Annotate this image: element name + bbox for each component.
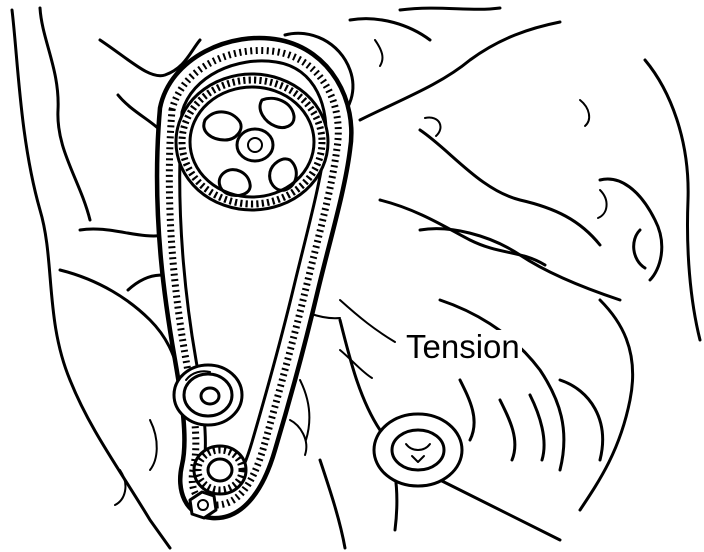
crankshaft-sprocket bbox=[192, 444, 248, 496]
engine-block-outline bbox=[10, 6, 702, 550]
tension-label: Tension bbox=[404, 328, 522, 365]
water-pump-pulley bbox=[372, 412, 464, 488]
tensioner-pulley bbox=[172, 363, 244, 427]
camshaft-sprocket bbox=[174, 72, 330, 212]
crankshaft-bolt bbox=[188, 490, 218, 520]
tension-pointer bbox=[339, 299, 396, 379]
